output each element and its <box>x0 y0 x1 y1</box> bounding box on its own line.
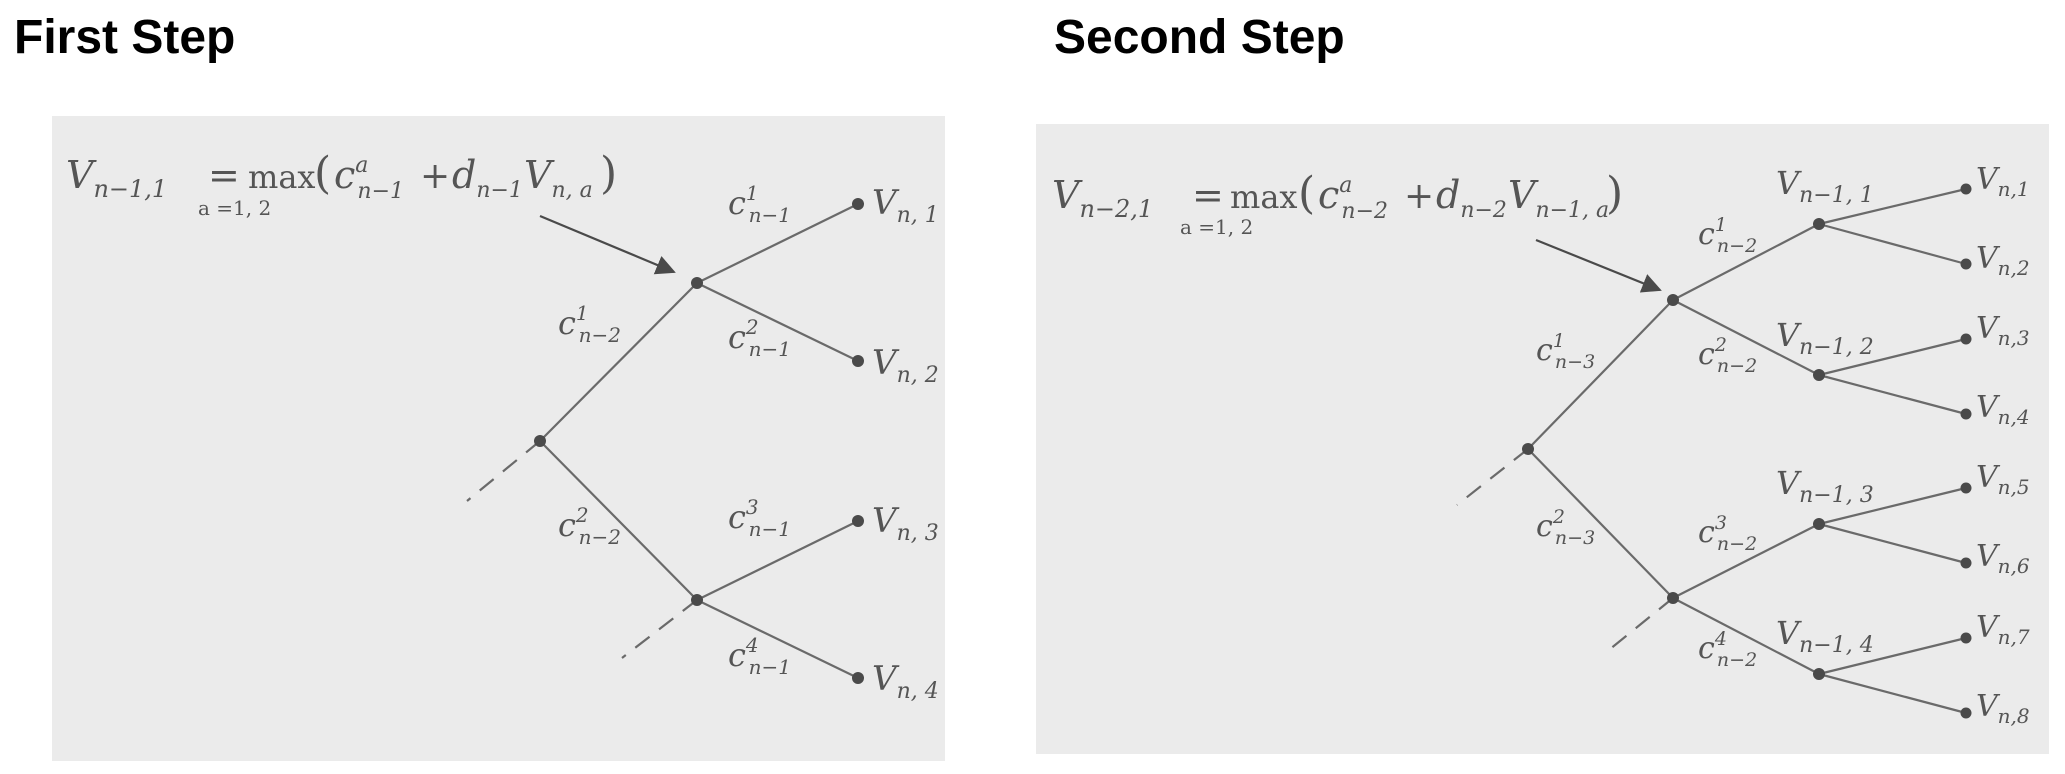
leaf-label: Vn, 3 <box>872 501 939 546</box>
mid-node <box>1813 668 1825 680</box>
leaf-node <box>1960 333 1972 345</box>
svg-text:can−2: can−2 <box>1318 173 1388 224</box>
leaf-label: Vn,6 <box>1976 539 2030 578</box>
decision-node <box>1667 592 1679 604</box>
leaf-node <box>1960 183 1972 195</box>
svg-text:Vn−1, a: Vn−1, a <box>1508 173 1609 223</box>
svg-text:=: = <box>1192 173 1224 217</box>
decision-node <box>691 277 703 289</box>
leaf-label: Vn,8 <box>1976 689 2030 728</box>
pointer-arrow <box>1535 238 1662 293</box>
leaf-node <box>1960 557 1972 569</box>
svg-text:dn−2: dn−2 <box>1436 173 1507 223</box>
svg-text:Vn−1,1: Vn−1,1 <box>66 153 167 203</box>
leaf-node <box>1960 707 1972 719</box>
svg-text:+: + <box>1404 176 1434 217</box>
mid-node <box>1813 518 1825 530</box>
leaf-node <box>852 355 864 367</box>
leaf-label: Vn,4 <box>1976 390 2030 429</box>
svg-text:Vn−2,1: Vn−2,1 <box>1052 173 1153 223</box>
first-step-heading: First Step <box>14 11 236 64</box>
leaf-label: Vn,1 <box>1976 162 2030 201</box>
leaf-label: Vn,3 <box>1976 311 2030 350</box>
svg-text:=: = <box>208 153 240 197</box>
leaf-label: Vn,2 <box>1976 241 2030 280</box>
leaf-label: Vn, 2 <box>872 343 939 388</box>
svg-text:max: max <box>248 158 315 196</box>
second-step-heading: Second Step <box>1054 11 1345 64</box>
svg-text:(: ( <box>314 148 331 199</box>
leaf-node <box>1960 632 1972 644</box>
root-node <box>534 435 546 447</box>
svg-text:): ) <box>600 148 617 199</box>
root-node <box>1522 443 1534 455</box>
svg-text:+: + <box>420 156 450 197</box>
leaf-node <box>852 198 864 210</box>
svg-text:a =1, 2: a =1, 2 <box>1180 215 1253 239</box>
svg-text:): ) <box>1606 168 1623 219</box>
svg-text:can−1: can−1 <box>334 153 404 204</box>
leaf-node <box>1960 258 1972 270</box>
leaf-label: Vn, 1 <box>872 183 939 228</box>
leaf-label: Vn,7 <box>1976 610 2030 649</box>
pointer-arrow <box>539 214 676 275</box>
mid-value-label: Vn−1, 1 <box>1776 164 1874 208</box>
decision-node <box>1667 294 1679 306</box>
leaf-node <box>1960 408 1972 420</box>
svg-text:(: ( <box>1298 168 1315 219</box>
svg-text:a =1, 2: a =1, 2 <box>198 196 271 220</box>
svg-text:dn−1: dn−1 <box>452 153 523 203</box>
tree-edges <box>466 203 859 679</box>
mid-node <box>1813 369 1825 381</box>
leaf-label: Vn, 4 <box>872 659 939 704</box>
mid-value-label: Vn−1, 4 <box>1776 614 1874 658</box>
leaf-node <box>852 515 864 527</box>
leaf-node <box>1960 482 1972 494</box>
leaf-node <box>852 672 864 684</box>
svg-text:Vn, a: Vn, a <box>524 153 593 203</box>
tree-edges <box>1456 187 1967 715</box>
svg-text:max: max <box>1230 178 1297 216</box>
mid-node <box>1813 218 1825 230</box>
mid-value-label: Vn−1, 2 <box>1776 316 1874 360</box>
leaf-label: Vn,5 <box>1976 460 2030 499</box>
mid-value-label: Vn−1, 3 <box>1776 464 1874 508</box>
decision-node <box>691 594 703 606</box>
